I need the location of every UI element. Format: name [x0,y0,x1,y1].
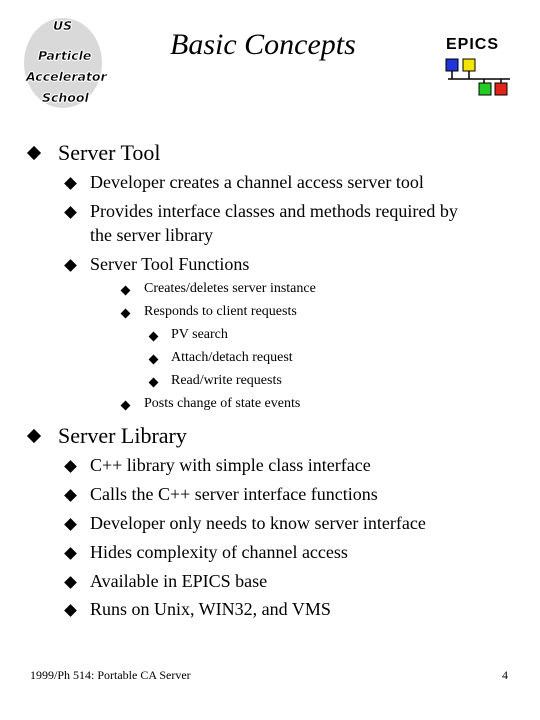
list-item: Creates/deletes server instance [144,281,316,296]
bullet-icon [64,547,77,560]
epics-label: EPICS [446,36,500,53]
footer-course: 1999/Ph 514: Portable CA Server [30,668,191,682]
bullet-icon [64,604,77,617]
section-heading-server-tool: Server Tool [58,140,161,165]
list-item: Attach/detach request [171,350,293,365]
bullet-icon [64,177,77,190]
list-item: Server Tool Functions [90,254,250,274]
epics-red-square [494,82,508,96]
bullet-icon [148,331,159,342]
epics-logo-icon [445,58,510,96]
bullet-icon [148,354,159,365]
list-item: Available in EPICS base [90,571,268,591]
list-item: Provides interface classes and methods r… [90,201,458,221]
list-item: Responds to client requests [144,304,297,319]
bullet-icon [64,489,77,502]
section-heading-server-library: Server Library [58,423,187,448]
list-item: Read/write requests [171,373,282,388]
list-item: Developer creates a channel access serve… [90,172,424,192]
epics-yellow-square [462,58,476,72]
list-item: PV search [171,327,228,342]
logo-line-us: US [53,18,73,33]
page-title: Basic Concepts [170,28,356,61]
logo-line-accelerator: Accelerator [26,69,107,84]
bullet-icon [120,400,131,411]
epics-blue-square [445,58,459,72]
epics-green-square [478,82,492,96]
bullet-icon [64,206,77,219]
list-item: C++ library with simple class interface [90,455,371,475]
bullet-icon [148,377,159,388]
bullet-icon [64,576,77,589]
school-logo [24,18,102,108]
list-item: Posts change of state events [144,396,301,411]
list-item: Hides complexity of channel access [90,542,348,562]
list-item-continuation: the server library [90,225,213,245]
bullet-icon [26,428,42,444]
bullet-icon [120,308,131,319]
bullet-icon [64,460,77,473]
list-item: Developer only needs to know server inte… [90,513,426,533]
bullet-icon [64,518,77,531]
logo-line-particle: Particle [38,48,92,63]
logo-line-school: School [42,90,89,105]
page-number: 4 [502,668,508,682]
bullet-icon [26,145,42,161]
list-item: Calls the C++ server interface functions [90,484,378,504]
bullet-icon [120,285,131,296]
list-item: Runs on Unix, WIN32, and VMS [90,599,331,619]
bullet-icon [64,259,77,272]
